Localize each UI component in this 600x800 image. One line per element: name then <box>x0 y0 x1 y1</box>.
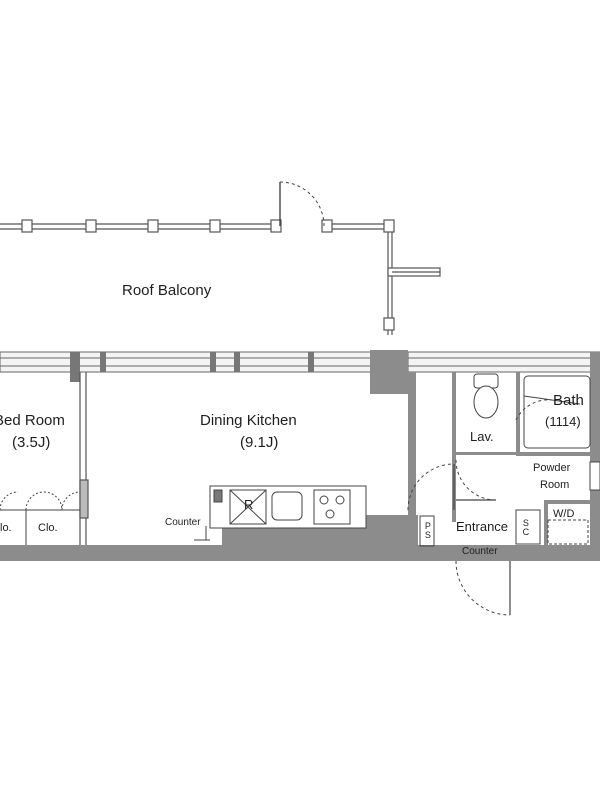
dining-kitchen-label: Dining Kitchen <box>200 412 297 429</box>
closet-label-1: lo. <box>0 522 12 534</box>
entrance-lines <box>419 509 541 547</box>
balcony-railing <box>0 223 441 335</box>
bath-size: (1114) <box>545 414 581 429</box>
powder-sink <box>589 461 600 491</box>
washer <box>547 519 589 545</box>
closet-label-2: Clo. <box>38 522 58 534</box>
lav-label: Lav. <box>470 429 494 444</box>
walls <box>0 352 600 561</box>
door-swings <box>407 399 553 616</box>
door-leaves <box>453 464 511 615</box>
sc-label: SC <box>520 518 531 536</box>
roof-balcony-label: Roof Balcony <box>122 282 212 299</box>
bed-room-size: (3.5J) <box>12 434 51 451</box>
toilet <box>473 373 499 419</box>
kitchen-counter-label: Counter <box>165 517 201 528</box>
wd-label: W/D <box>553 508 575 520</box>
closets <box>0 491 81 545</box>
dining-kitchen-size: (9.1J) <box>240 434 279 451</box>
bedroom-partition <box>79 372 89 545</box>
bed-room-label: Bed Room <box>0 412 65 429</box>
window-band <box>0 351 600 373</box>
railing-posts <box>21 219 395 331</box>
powder-room-label-1: Powder <box>533 462 571 474</box>
mullions <box>70 352 314 382</box>
bath-tub <box>523 375 591 449</box>
powder-room-label-2: Room <box>540 479 570 491</box>
ps-label: PS <box>422 521 433 539</box>
refrigerator-label: R <box>244 497 254 512</box>
bath-label: Bath <box>553 392 584 409</box>
kitchen-counter <box>209 485 367 529</box>
balcony-door <box>279 181 325 227</box>
entrance-label: Entrance <box>456 519 509 534</box>
entrance-counter-label: Counter <box>462 546 498 557</box>
column <box>370 350 408 394</box>
